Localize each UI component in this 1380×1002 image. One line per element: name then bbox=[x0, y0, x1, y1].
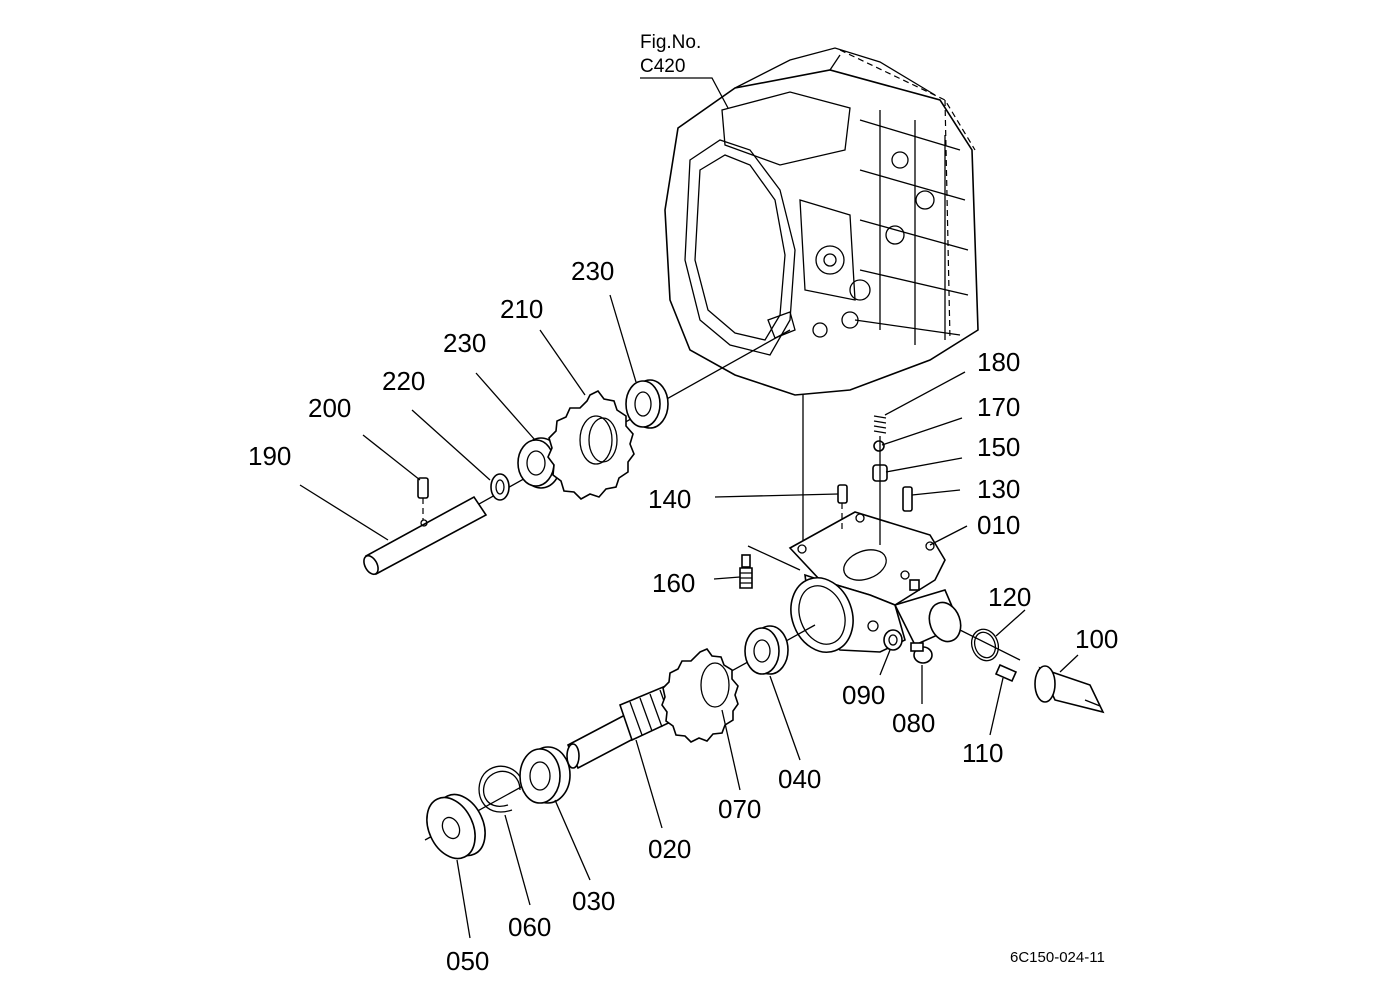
leader-lines bbox=[299, 294, 1079, 939]
part-070-gear bbox=[661, 648, 739, 743]
drawing-code: 6C150-024-11 bbox=[1010, 949, 1105, 966]
label-210: 210 bbox=[500, 294, 543, 324]
label-170: 170 bbox=[977, 392, 1020, 422]
part-050-collar bbox=[426, 793, 486, 860]
label-090: 090 bbox=[842, 680, 885, 710]
part-030-bearing bbox=[519, 746, 571, 804]
part-180-spring bbox=[873, 415, 887, 434]
label-020: 020 bbox=[648, 834, 691, 864]
label-050: 050 bbox=[446, 946, 489, 976]
part-040-bearing bbox=[744, 625, 789, 675]
part-230-bearing-right bbox=[625, 379, 669, 429]
fig-ref-label: Fig.No. bbox=[640, 32, 701, 53]
label-150: 150 bbox=[977, 432, 1020, 462]
label-180: 180 bbox=[977, 347, 1020, 377]
label-030: 030 bbox=[572, 886, 615, 916]
part-210-gear bbox=[547, 389, 635, 500]
part-230-bearing-left bbox=[517, 437, 562, 489]
part-010-housing bbox=[788, 511, 962, 653]
label-060: 060 bbox=[508, 912, 551, 942]
label-220: 220 bbox=[382, 366, 425, 396]
fig-ref-number: C420 bbox=[640, 56, 685, 77]
part-200-pin bbox=[417, 477, 429, 520]
label-110: 110 bbox=[962, 738, 1003, 768]
part-090-seal bbox=[883, 629, 903, 651]
label-010: 010 bbox=[977, 510, 1020, 540]
part-170-ball bbox=[873, 440, 885, 452]
part-060-snap-ring bbox=[478, 765, 525, 813]
label-140: 140 bbox=[648, 484, 691, 514]
part-160-bolt bbox=[739, 554, 753, 589]
label-070: 070 bbox=[718, 794, 761, 824]
label-190: 190 bbox=[248, 441, 291, 471]
transmission-case bbox=[664, 47, 979, 396]
label-040: 040 bbox=[778, 764, 821, 794]
label-100: 100 bbox=[1075, 624, 1118, 654]
label-120: 120 bbox=[988, 582, 1031, 612]
part-220-collar bbox=[490, 473, 510, 501]
part-120-o-ring bbox=[970, 628, 1000, 662]
label-230-left: 230 bbox=[443, 328, 486, 358]
label-130: 130 bbox=[977, 474, 1020, 504]
label-200: 200 bbox=[308, 393, 351, 423]
part-190-shaft bbox=[363, 495, 488, 576]
part-080-plug bbox=[910, 642, 933, 664]
part-100-coupling bbox=[1034, 665, 1105, 714]
label-230-right: 230 bbox=[571, 256, 614, 286]
label-160: 160 bbox=[652, 568, 695, 598]
part-110-pin bbox=[994, 663, 1018, 683]
part-130-pin bbox=[902, 486, 913, 512]
label-080: 080 bbox=[892, 708, 935, 738]
